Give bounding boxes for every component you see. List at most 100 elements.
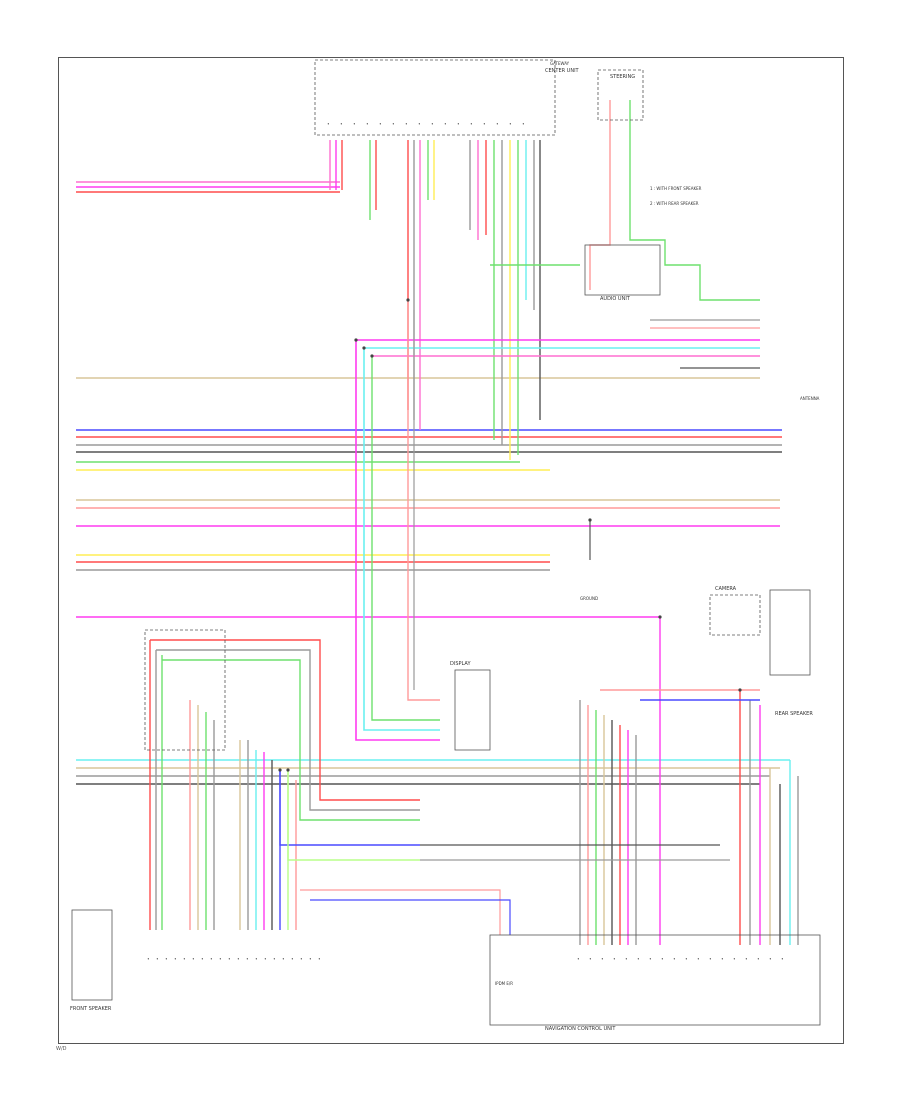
label-gateway: GATEWAY [550,61,570,66]
steering-switch-box [597,69,644,121]
label-antenna: ANTENNA [800,396,820,401]
nav-unit-box [489,934,821,1026]
pin-bottom-7: • [209,958,214,960]
label-nav-unit: NAVIGATION CONTROL UNIT [545,1026,616,1032]
pin-top-4: • [378,123,383,125]
box-wire-salmon [589,100,611,290]
pin-top-2: • [352,123,357,125]
vertical-magenta [355,340,440,741]
pin-top-5: • [391,123,396,125]
splice-dot-1 [362,346,366,350]
pin-top-15: • [521,123,526,125]
connector-block-box [144,629,226,751]
pin-nav-17: • [780,958,785,960]
pin-bottom-8: • [218,958,223,960]
pin-bottom-19: • [317,958,322,960]
pin-nav-8: • [672,958,677,960]
splice-dot-7 [278,768,282,772]
pin-nav-2: • [600,958,605,960]
box-wire-green [629,100,760,301]
splice-dot-0 [354,338,358,342]
pin-nav-11: • [708,958,713,960]
label-steering: STEERING [610,74,635,80]
pin-bottom-3: • [173,958,178,960]
pin-nav-16: • [768,958,773,960]
diagram-frame [58,57,844,1044]
splice-dot-5 [658,615,662,619]
pin-bottom-12: • [254,958,259,960]
pin-top-14: • [508,123,513,125]
splice-dot-6 [738,688,742,692]
pin-bottom-13: • [263,958,268,960]
label-display: DISPLAY [450,661,471,667]
conn-blue-2 [310,899,511,935]
pin-nav-13: • [732,958,737,960]
pin-nav-9: • [684,958,689,960]
splice-dot-8 [286,768,290,772]
pin-bottom-9: • [227,958,232,960]
pin-nav-6: • [648,958,653,960]
pin-bottom-5: • [191,958,196,960]
display-box [454,669,491,751]
pin-nav-15: • [756,958,761,960]
pin-nav-14: • [744,958,749,960]
pin-top-3: • [365,123,370,125]
pin-bottom-2: • [164,958,169,960]
pin-top-9: • [443,123,448,125]
pin-bottom-10: • [236,958,241,960]
pin-bottom-15: • [281,958,286,960]
pin-top-12: • [482,123,487,125]
pin-nav-1: • [588,958,593,960]
label-center-unit: CENTER UNIT [545,68,580,74]
conn-green [162,659,420,821]
label-rear-speaker: REAR SPEAKER [775,711,813,717]
pin-bottom-17: • [299,958,304,960]
conn-blue [279,770,420,846]
pin-bottom-11: • [245,958,250,960]
center-unit-box [314,59,556,136]
pin-top-11: • [469,123,474,125]
pin-top-7: • [417,123,422,125]
splice-dot-3 [406,298,410,302]
pin-nav-4: • [624,958,629,960]
pin-top-0: • [326,123,331,125]
pin-bottom-6: • [200,958,205,960]
footer-label: W/D [56,1046,67,1052]
camera-box [709,594,761,636]
conn-gray [156,649,420,811]
label-ipdm: IPDM E/R [495,981,513,986]
splice-dot-2 [370,354,374,358]
label-camera: CAMERA [715,586,737,592]
vertical-cyan [363,348,440,731]
label-note-1: 1 : WITH FRONT SPEAKER [650,186,702,191]
splice-dot-4 [588,518,592,522]
pin-bottom-18: • [308,958,313,960]
label-audio-unit: AUDIO UNIT [600,296,631,302]
label-note-2: 2 : WITH REAR SPEAKER [650,201,699,206]
pin-nav-3: • [612,958,617,960]
pin-top-13: • [495,123,500,125]
audio-unit-box [584,244,661,296]
vertical-salmon [407,300,440,701]
pin-top-10: • [456,123,461,125]
conn-lime [287,770,420,861]
pin-nav-5: • [636,958,641,960]
pin-bottom-1: • [155,958,160,960]
vertical-green [371,356,440,721]
pin-top-1: • [339,123,344,125]
conn-salmon [300,889,501,935]
conn-red [150,639,420,801]
pin-bottom-0: • [146,958,151,960]
label-front-speaker: FRONT SPEAKER [70,1006,112,1012]
pin-bottom-16: • [290,958,295,960]
label-ground: GROUND [580,596,598,601]
pin-bottom-14: • [272,958,277,960]
front-speaker-box [71,909,113,1001]
pin-top-6: • [404,123,409,125]
pin-bottom-4: • [182,958,187,960]
pin-nav-10: • [696,958,701,960]
pin-nav-0: • [576,958,581,960]
pin-nav-7: • [660,958,665,960]
rear-speaker-box [769,589,811,676]
